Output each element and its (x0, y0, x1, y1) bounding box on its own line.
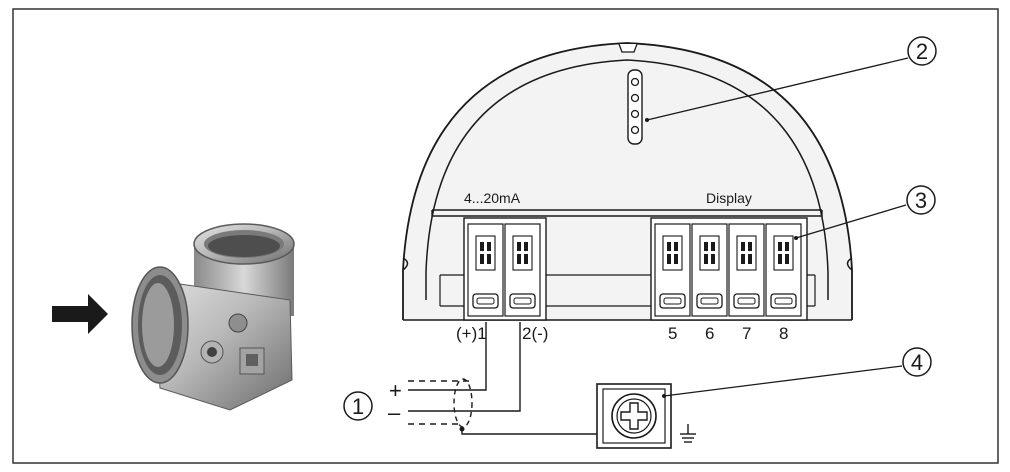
callout-4-leader (663, 365, 903, 397)
display-terminal-module-1 (654, 223, 691, 317)
current-terminal-module-2 (504, 223, 541, 317)
ground-symbol-icon (680, 424, 696, 443)
svg-text:1: 1 (352, 394, 364, 419)
display-terminal-module-3 (728, 223, 765, 317)
terminal-label-6: 6 (705, 324, 714, 343)
callout-marker-2: 2 (907, 36, 937, 66)
terminal-housing-inner (425, 59, 829, 300)
terminal-label-5: 5 (668, 324, 677, 343)
board-partition (431, 209, 823, 217)
housing-photo-icon (131, 223, 295, 411)
callout-marker-1: 1 (343, 391, 373, 421)
svg-text:4: 4 (911, 350, 923, 375)
svg-text:2: 2 (916, 39, 928, 64)
callout-3-leader (795, 204, 907, 239)
arrow-right-icon (52, 294, 108, 334)
minus-sign: – (388, 400, 401, 425)
plus-sign: + (389, 378, 402, 403)
callout-2-leader (646, 57, 909, 121)
display-group-label: Display (706, 190, 752, 206)
status-indicator-strip (627, 69, 643, 145)
terminal-label-8: 8 (779, 324, 788, 343)
callout-marker-3: 3 (906, 185, 936, 215)
shield-junction (459, 426, 465, 432)
ground-terminal-icon (596, 383, 672, 449)
current-terminal-module-1 (467, 223, 504, 317)
terminal-label-1: (+)1 (456, 324, 487, 343)
display-terminal-module-4 (765, 223, 802, 317)
svg-text:3: 3 (915, 188, 927, 213)
terminal-label-7: 7 (742, 324, 751, 343)
callout-marker-4: 4 (902, 347, 932, 377)
terminal-blocks (463, 217, 808, 321)
current-group-label: 4...20mA (464, 190, 521, 206)
terminal-label-2: 2(-) (522, 324, 548, 343)
display-terminal-module-2 (691, 223, 728, 317)
